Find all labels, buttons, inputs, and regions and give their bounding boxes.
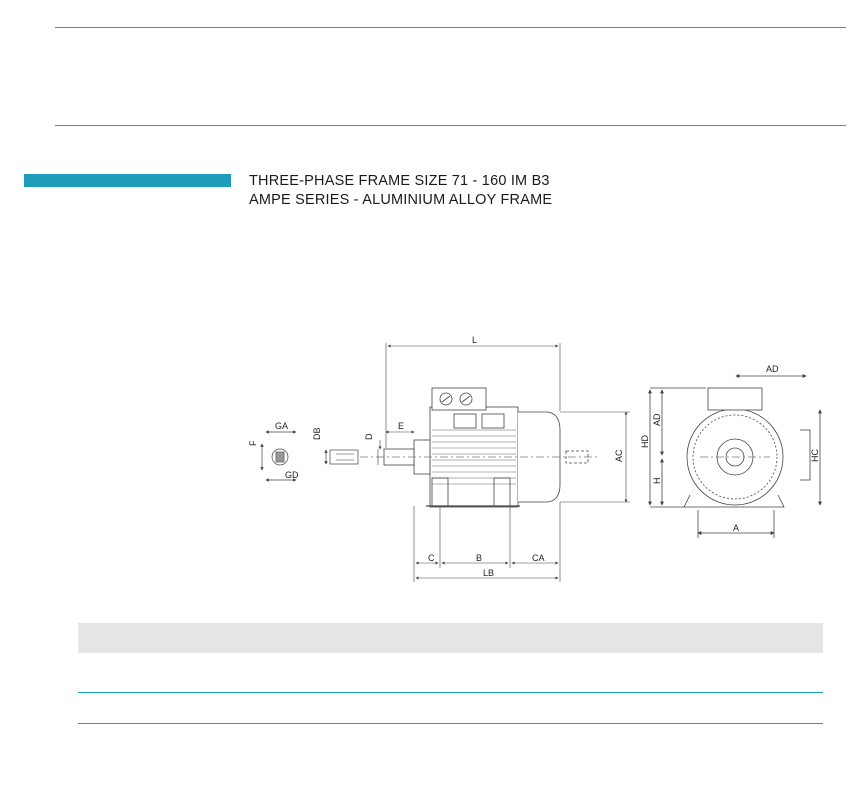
table-divider — [78, 692, 823, 693]
section-heading: THREE-PHASE FRAME SIZE 71 - 160 IM B3 AM… — [249, 172, 552, 210]
dim-label-GD: GD — [285, 470, 299, 480]
table-header-bar — [78, 623, 823, 653]
dim-label-L: L — [472, 335, 477, 345]
dim-label-AD-front: AD — [766, 364, 779, 374]
dim-label-D: D — [364, 433, 374, 440]
dim-label-F: F — [248, 440, 258, 446]
section-accent-bar — [24, 174, 231, 187]
section-title-line1: THREE-PHASE FRAME SIZE 71 - 160 IM B3 — [249, 173, 550, 189]
dim-label-H: H — [652, 478, 662, 485]
table-divider — [55, 125, 846, 126]
dim-label-C: C — [428, 553, 435, 563]
table-divider — [55, 27, 846, 28]
dim-label-AC: AC — [614, 449, 624, 462]
dim-label-HD: HD — [640, 435, 650, 448]
dim-label-A: A — [733, 523, 739, 533]
dim-label-E: E — [398, 421, 404, 431]
dim-label-B: B — [476, 553, 482, 563]
dim-label-GA: GA — [275, 421, 288, 431]
dim-label-DB: DB — [312, 427, 322, 440]
dim-label-HC: HC — [810, 449, 820, 462]
top-dimension-table — [0, 0, 850, 130]
dim-label-CA: CA — [532, 553, 545, 563]
terminal-box — [431, 387, 487, 411]
section-title-line2: AMPE SERIES - ALUMINIUM ALLOY FRAME — [249, 192, 553, 208]
dim-label-AD-vertical: AD — [652, 413, 662, 426]
table-divider — [78, 723, 823, 724]
dim-label-LB: LB — [483, 568, 494, 578]
